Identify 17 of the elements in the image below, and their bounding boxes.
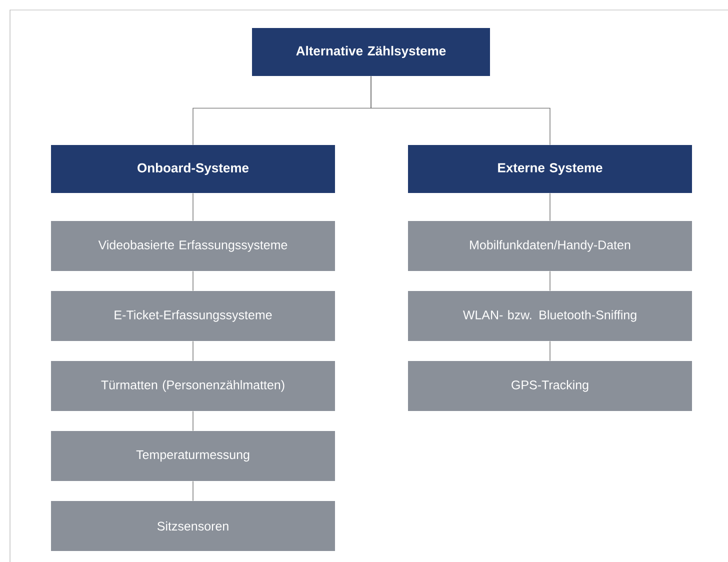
- method-box: E-Ticket-Erfassungssysteme: [51, 291, 335, 341]
- category-box: Externe Systeme: [408, 145, 692, 193]
- method-box: Türmatten (Personenzählmatten): [51, 361, 335, 411]
- method-box: WLAN- bzw. Bluetooth-Sniffing: [408, 291, 692, 341]
- method-box: Temperaturmessung: [51, 431, 335, 481]
- method-box: GPS-Tracking: [408, 361, 692, 411]
- connector-line: [192, 192, 194, 222]
- method-box: Mobilfunkdaten/Handy-Daten: [408, 221, 692, 271]
- connector-line: [192, 410, 194, 432]
- category-box: Onboard-Systeme: [51, 145, 335, 193]
- connector-line: [192, 270, 194, 292]
- category-box: Alternative Zählsysteme: [252, 28, 490, 76]
- method-box: Videobasierte Erfassungssysteme: [51, 221, 335, 271]
- method-box: Sitzsensoren: [51, 501, 335, 551]
- connector-line: [192, 480, 194, 502]
- connector-line: [370, 76, 550, 146]
- connector-line: [192, 340, 194, 362]
